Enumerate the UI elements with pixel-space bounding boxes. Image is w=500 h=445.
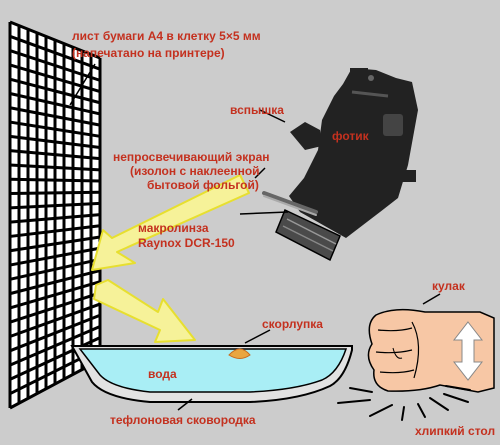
grid-line <box>9 280 101 310</box>
grid-line <box>9 92 101 116</box>
leader-fist <box>422 293 441 305</box>
leader-flash <box>259 109 286 123</box>
macro-label-1: макролинза <box>138 221 209 235</box>
light-arrow-reflected <box>93 279 196 343</box>
grid-line <box>9 149 101 161</box>
flash <box>290 122 322 150</box>
grid-line <box>9 213 101 224</box>
grid-line <box>9 20 101 60</box>
grid-line <box>9 49 101 82</box>
grid-paper <box>8 20 102 410</box>
grid-line <box>9 77 101 105</box>
flash-label: вспышка <box>230 103 284 117</box>
leader-paper <box>69 63 96 106</box>
camera-label: фотик <box>332 129 369 143</box>
grid-line <box>9 336 101 381</box>
grid-line <box>9 224 101 238</box>
table-label: хлипкий стол <box>415 424 496 438</box>
grid-line <box>9 63 101 93</box>
grid-line <box>9 120 101 138</box>
grid-line <box>9 163 101 172</box>
impact-lines <box>337 385 471 421</box>
egg-shell <box>228 348 251 359</box>
leader-shell <box>244 329 271 344</box>
up-down-arrow-icon <box>452 321 484 381</box>
pan-label: тефлоновая сковородка <box>110 413 256 427</box>
screen-label-3: бытовой фольгой) <box>147 178 259 192</box>
grid-line <box>9 302 101 338</box>
leader-macro <box>239 211 289 215</box>
fist <box>367 308 495 393</box>
grid-line <box>9 177 101 183</box>
macro-label-2: Raynox DCR-150 <box>138 236 235 250</box>
grid-line <box>9 269 101 296</box>
fist-label: кулак <box>432 279 465 293</box>
grid-line <box>9 34 101 71</box>
grid-line <box>9 291 101 324</box>
grid-line <box>9 190 101 196</box>
macro-lens <box>275 208 341 262</box>
paper-note-label: (напечатано на принтере) <box>72 46 225 60</box>
grid-line <box>9 257 101 281</box>
grid-line <box>9 235 101 253</box>
shell-label: скорлупка <box>262 317 323 331</box>
screen-label-2: (изолон с наклеенной <box>130 164 260 178</box>
leader-screen <box>254 167 266 179</box>
foil-screen <box>262 191 318 216</box>
water-label: вода <box>148 367 177 381</box>
grid-line <box>9 325 101 367</box>
grid-line <box>9 246 101 267</box>
leader-pan <box>177 398 193 411</box>
paper-label: лист бумаги А4 в клетку 5×5 мм <box>72 29 261 43</box>
screen-label-1: непросвечивающий экран <box>113 150 270 164</box>
frying-pan <box>70 345 353 403</box>
camera <box>289 68 418 238</box>
grid-line <box>9 106 101 127</box>
grid-line <box>9 201 101 210</box>
water-surface <box>78 348 348 393</box>
light-arrow-incoming <box>91 174 250 271</box>
grid-line <box>9 134 101 149</box>
grid-line <box>9 313 101 353</box>
